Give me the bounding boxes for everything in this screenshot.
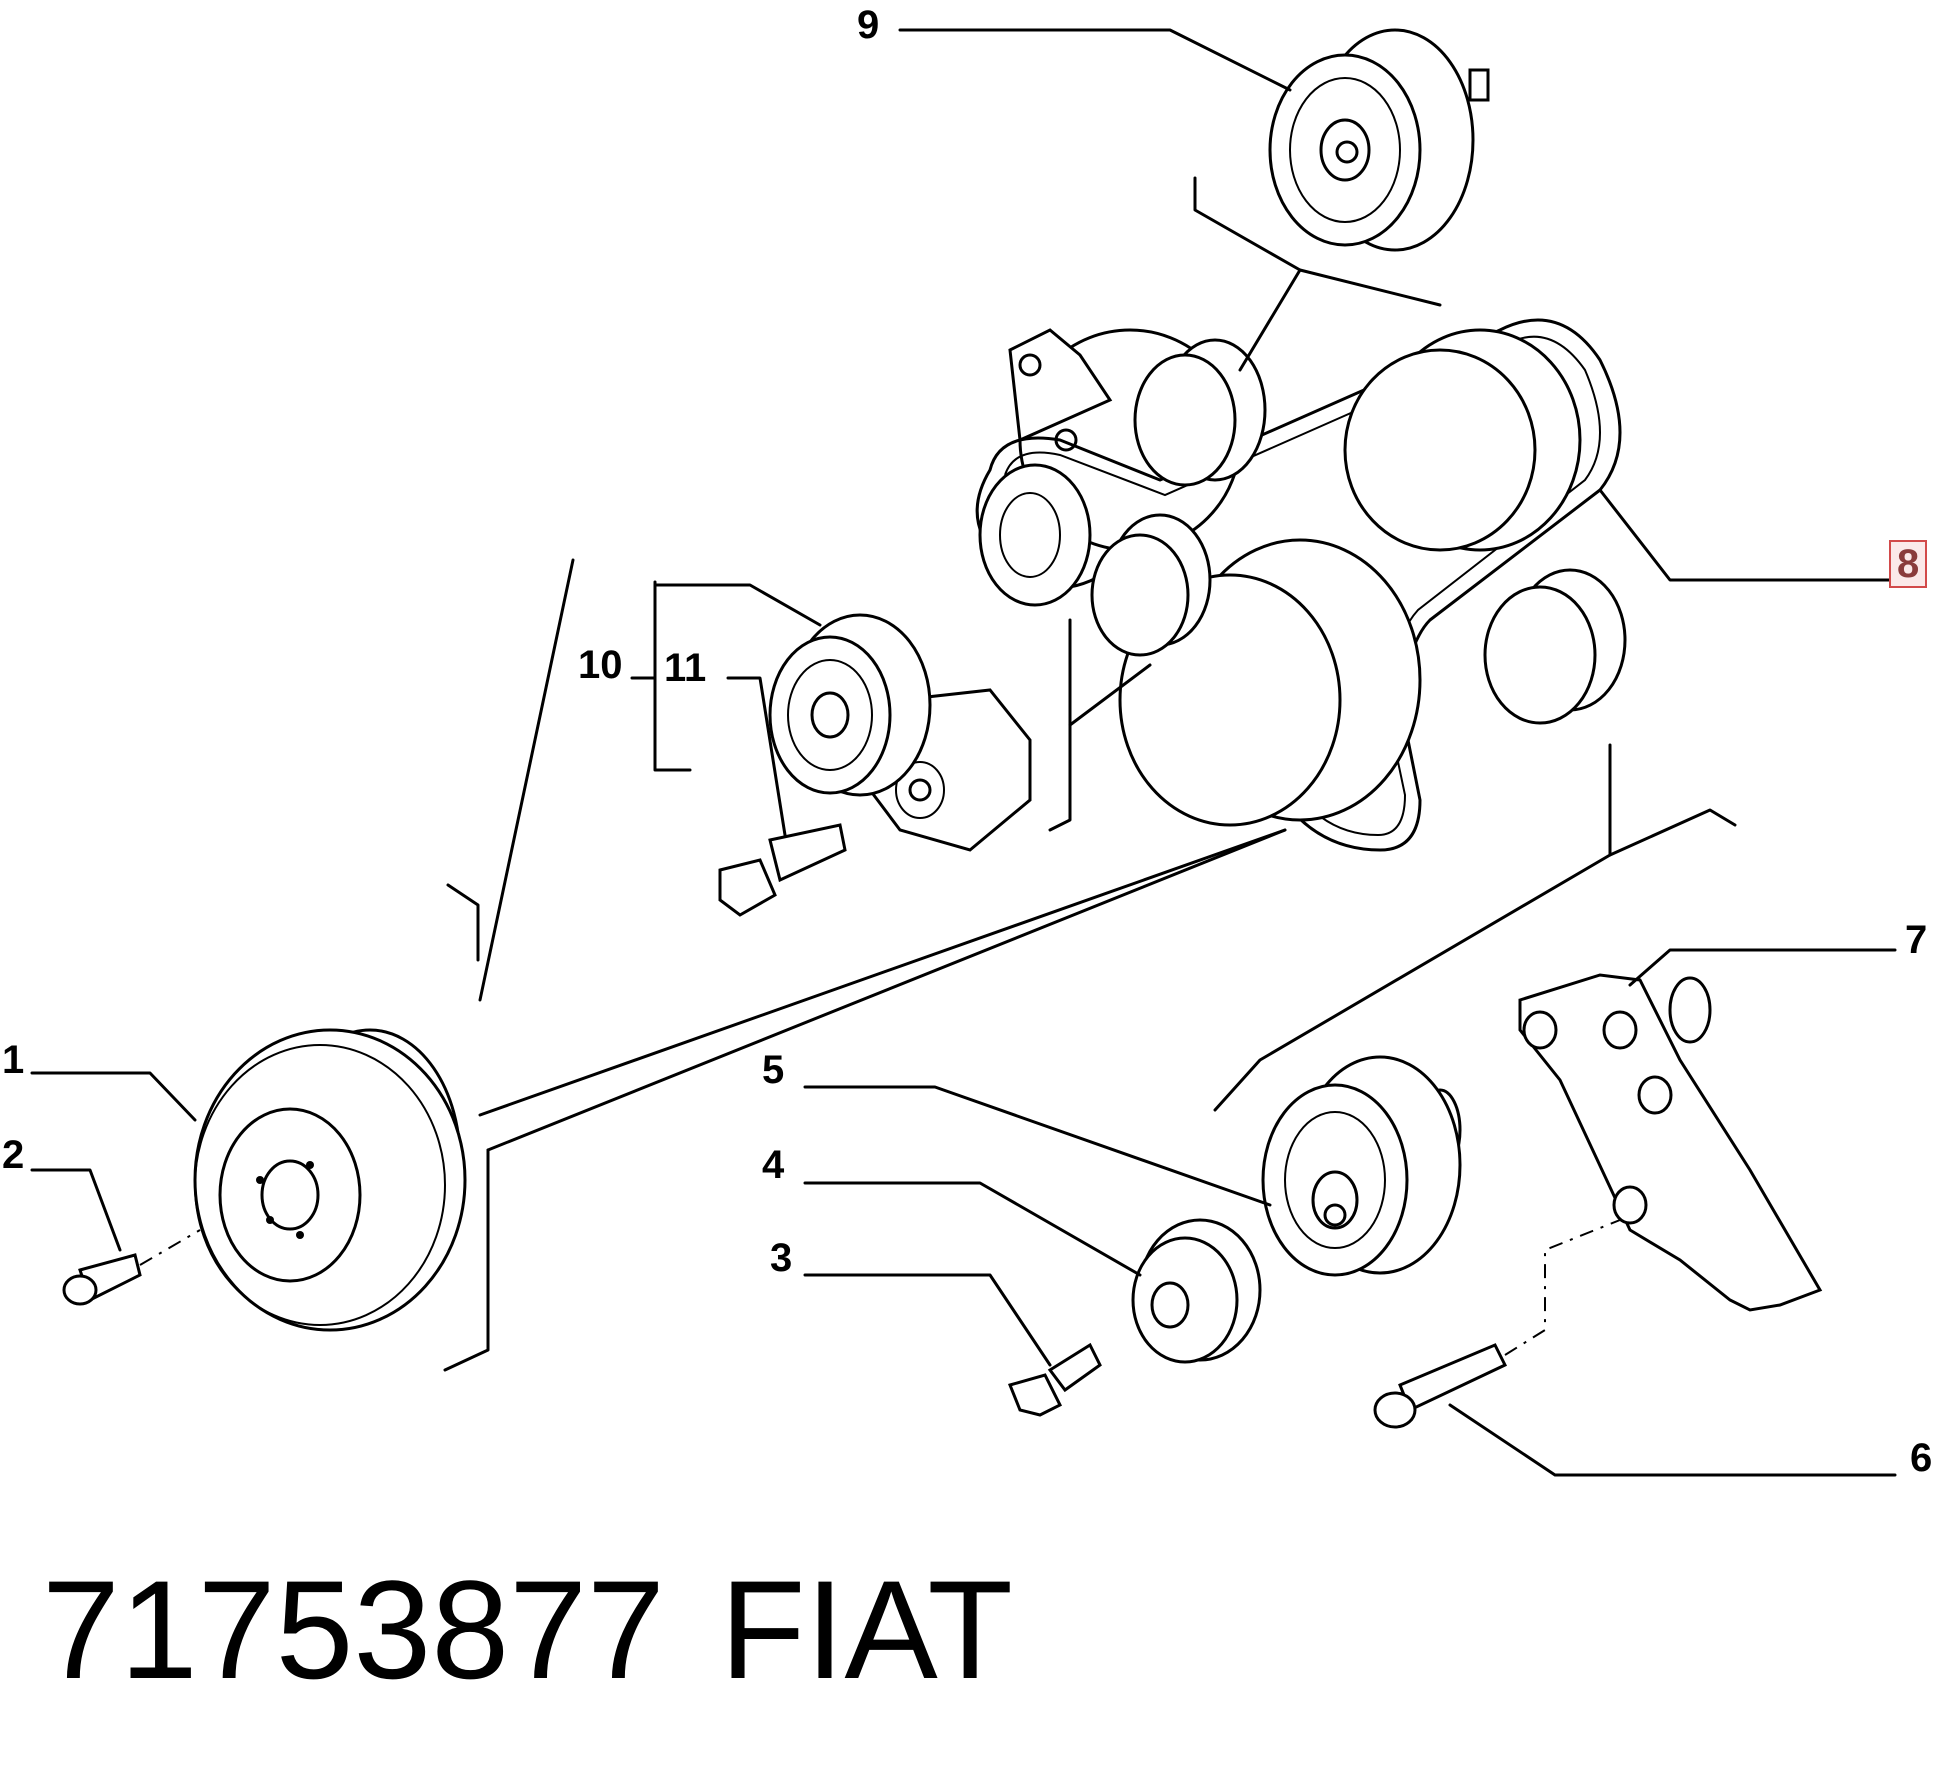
belt-pulleys xyxy=(978,328,1627,827)
belt-tensioner xyxy=(768,613,1032,852)
part-label-1[interactable]: 1 xyxy=(2,1038,25,1082)
bolt-2 xyxy=(62,1253,142,1306)
bolt-3 xyxy=(1007,1342,1102,1417)
leader-5 xyxy=(803,1085,1272,1207)
bolt-11 xyxy=(718,823,847,917)
part-label-7[interactable]: 7 xyxy=(1905,918,1928,962)
part-label-4[interactable]: 4 xyxy=(762,1143,785,1187)
idler-pulley-top xyxy=(1268,28,1490,252)
leader-1 xyxy=(30,1071,197,1122)
part-number: 71753877 xyxy=(42,1551,665,1708)
idler-pulley-5 xyxy=(1261,1055,1462,1277)
spacer-4 xyxy=(1131,1218,1262,1364)
mounting-bracket-7 xyxy=(1518,973,1823,1312)
part-label-10[interactable]: 10 xyxy=(578,643,623,687)
leader-6 xyxy=(1448,1403,1897,1477)
part-label-8[interactable]: 8 xyxy=(1889,540,1928,588)
leader-10-top xyxy=(653,583,822,627)
part-label-11[interactable]: 11 xyxy=(664,646,707,690)
assembly-bracket-lines xyxy=(443,176,1737,1372)
bolt-6 xyxy=(1373,1343,1508,1429)
crankshaft-pulley xyxy=(193,1028,467,1332)
part-label-6[interactable]: 6 xyxy=(1910,1436,1933,1480)
part-label-3[interactable]: 3 xyxy=(770,1236,793,1280)
part-label-5[interactable]: 5 xyxy=(762,1048,785,1092)
leader-3 xyxy=(803,1273,1052,1367)
part-label-2[interactable]: 2 xyxy=(2,1133,25,1177)
part-label-9[interactable]: 9 xyxy=(857,3,880,47)
leader-8 xyxy=(1598,488,1892,582)
leader-7 xyxy=(1628,948,1897,987)
leader-4 xyxy=(803,1181,1142,1277)
leader-10 xyxy=(653,580,692,772)
axis-6 xyxy=(1504,1219,1621,1356)
leader-2 xyxy=(30,1168,122,1252)
leader-9 xyxy=(898,28,1292,92)
axis-2 xyxy=(139,1229,201,1266)
leader-11 xyxy=(726,676,787,837)
brand-name: FIAT xyxy=(720,1551,1013,1708)
